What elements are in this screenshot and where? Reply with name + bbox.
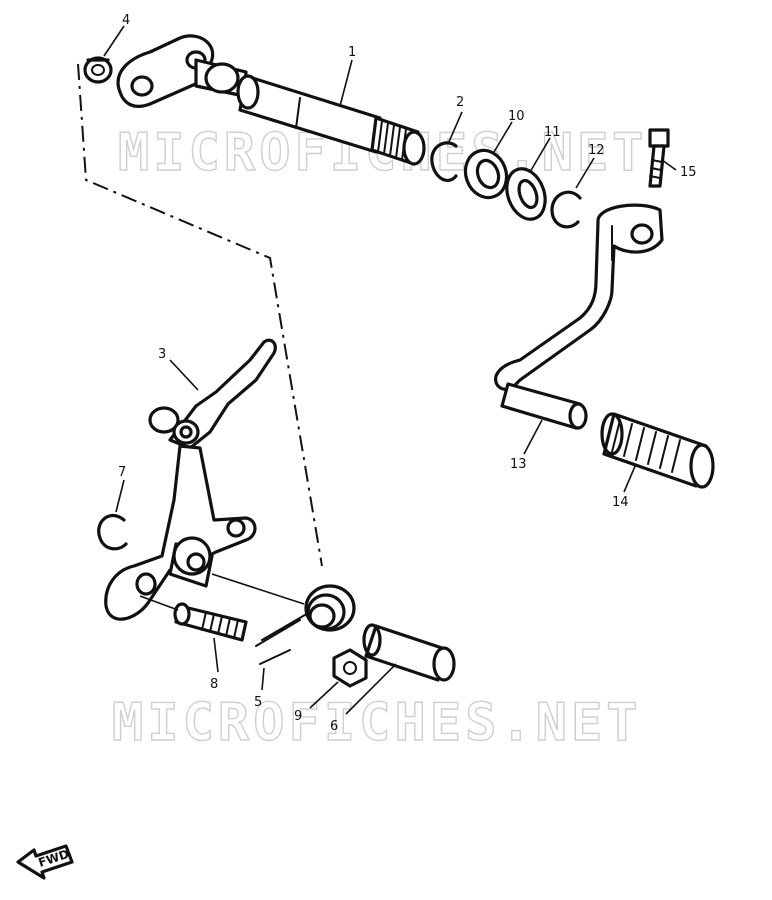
- callout-12: 12: [575, 143, 605, 189]
- callout-8: 8: [210, 637, 219, 692]
- callout-10: 10: [493, 109, 525, 153]
- callout-label-15: 15: [680, 165, 697, 180]
- part-14-pedal-rubber: [600, 412, 715, 489]
- callout-9: 9: [294, 681, 339, 724]
- callout-3: 3: [158, 347, 199, 391]
- callout-7: 7: [115, 465, 126, 513]
- explode-line-pin: [139, 595, 179, 611]
- callout-label-4: 4: [122, 13, 130, 28]
- callout-2: 2: [447, 95, 464, 145]
- part-return-spring: [255, 584, 356, 647]
- callout-label-9: 9: [294, 709, 302, 724]
- callout-15: 15: [661, 159, 697, 180]
- assembly-dashed-line: [77, 63, 323, 567]
- part-6-sleeve: [362, 623, 456, 682]
- part-collar: [168, 536, 214, 588]
- callout-label-13: 13: [510, 457, 527, 472]
- callout-14: 14: [612, 463, 637, 510]
- part-12-circlip: [550, 190, 582, 229]
- callout-label-5: 5: [254, 695, 262, 710]
- part-11-washer: [505, 167, 547, 221]
- part-3-lever-plate: [104, 444, 257, 621]
- part-10-washer: [463, 148, 509, 200]
- callout-label-7: 7: [118, 465, 126, 480]
- part-2-circlip: [430, 141, 458, 182]
- callout-label-10: 10: [508, 109, 525, 124]
- callout-13: 13: [510, 419, 543, 472]
- callout-6: 6: [330, 663, 397, 734]
- callout-label-3: 3: [158, 347, 166, 362]
- part-8-threaded-pin: [173, 602, 248, 642]
- callout-1: 1: [339, 45, 356, 107]
- part-13-shift-pedal: [494, 203, 664, 430]
- callout-label-6: 6: [330, 719, 338, 734]
- callout-label-1: 1: [348, 45, 356, 60]
- part-3-shift-arm: [148, 338, 277, 450]
- callout-label-8: 8: [210, 677, 218, 692]
- explode-line-collar: [211, 573, 305, 605]
- fwd-direction-badge: FWD: [16, 844, 74, 880]
- callout-label-2: 2: [456, 95, 464, 110]
- callout-label-11: 11: [544, 125, 561, 140]
- part-5-pin: [259, 649, 291, 665]
- part-15-bolt: [648, 128, 670, 188]
- watermark-bottom: MICROFICHES.NET: [112, 693, 642, 753]
- callout-11: 11: [529, 125, 561, 173]
- part-1-shift-shaft: [116, 34, 426, 166]
- part-7-circlip: [97, 513, 128, 551]
- part-9-nut: [332, 648, 368, 688]
- callout-5: 5: [254, 667, 265, 710]
- callout-label-14: 14: [612, 495, 629, 510]
- callout-label-12: 12: [588, 143, 605, 158]
- part-4-nut: [83, 56, 113, 84]
- callout-4: 4: [103, 13, 130, 57]
